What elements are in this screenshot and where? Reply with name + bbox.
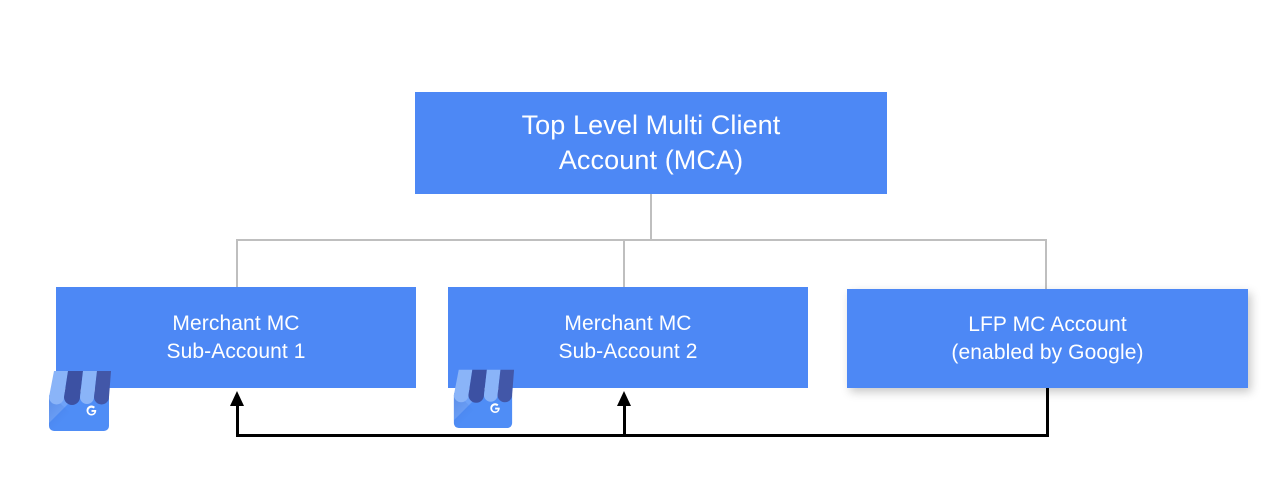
connector-drop-lfp — [1045, 239, 1047, 290]
connector-mca-stem — [650, 194, 652, 241]
node-mca-line-1: Top Level Multi Client — [521, 109, 781, 140]
connector-drop-sub2 — [623, 239, 625, 288]
node-sub2-line-2: Sub-Account 2 — [558, 339, 698, 363]
feedback-up-sub1 — [236, 404, 239, 436]
node-top-level-mca[interactable]: Top Level Multi Client Account (MCA) — [415, 92, 887, 194]
feedback-horizontal — [236, 434, 1049, 437]
feedback-arrowhead-sub1 — [230, 391, 244, 406]
node-lfp-mc-account[interactable]: LFP MC Account (enabled by Google) — [847, 289, 1248, 388]
node-lfp-line-1: LFP MC Account — [968, 313, 1127, 337]
node-sub2-line-1: Merchant MC — [564, 312, 692, 336]
node-merchant-sub-account-1[interactable]: Merchant MC Sub-Account 1 — [56, 287, 416, 388]
google-my-business-storefront-icon — [453, 369, 515, 428]
node-merchant-sub-account-2[interactable]: Merchant MC Sub-Account 2 — [448, 287, 808, 388]
connector-drop-sub1 — [236, 239, 238, 288]
feedback-up-sub2 — [623, 404, 626, 436]
node-sub1-line-1: Merchant MC — [172, 312, 300, 336]
node-lfp-line-2: (enabled by Google) — [951, 340, 1144, 364]
connector-horizontal-bus — [236, 239, 1047, 241]
feedback-riser-lfp — [1046, 388, 1049, 436]
node-sub1-line-2: Sub-Account 1 — [166, 339, 306, 363]
google-my-business-storefront-icon — [49, 371, 111, 431]
feedback-arrowhead-sub2 — [617, 391, 631, 406]
node-mca-line-2: Account (MCA) — [558, 145, 744, 175]
